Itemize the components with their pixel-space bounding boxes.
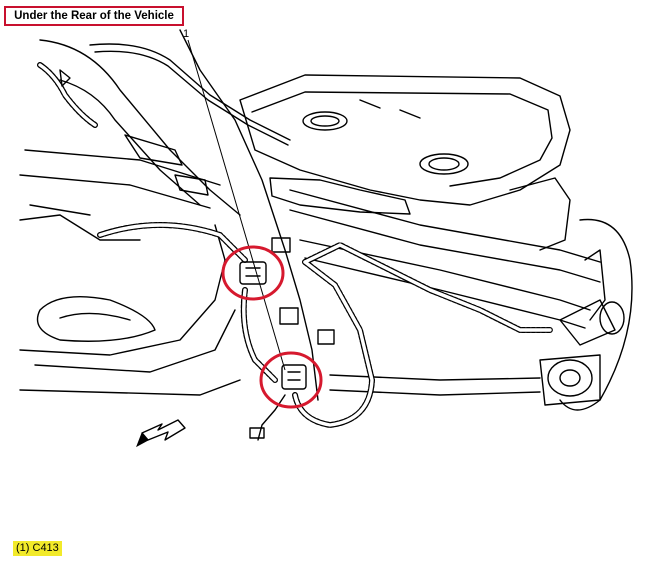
sensor-pigtail <box>249 394 286 441</box>
callout-1-label: 1 <box>183 28 189 40</box>
connector-c413 <box>281 364 307 390</box>
diagram-title: Under the Rear of the Vehicle <box>4 6 184 26</box>
legend-caption: (1) C413 <box>13 541 62 556</box>
highlight-circle-upper <box>221 245 285 301</box>
harness-clips <box>59 69 335 345</box>
callout-1: 1 <box>183 28 286 371</box>
forward-arrow-icon <box>136 419 186 448</box>
connector-upper <box>239 261 267 285</box>
wheel-hub <box>539 218 633 411</box>
body-rail <box>19 39 241 396</box>
wiring-harness <box>37 62 553 428</box>
highlight-circle-c413 <box>259 351 323 409</box>
brake-lines <box>89 29 319 401</box>
rear-axle-beam <box>269 177 606 396</box>
floor-pan <box>239 74 571 206</box>
